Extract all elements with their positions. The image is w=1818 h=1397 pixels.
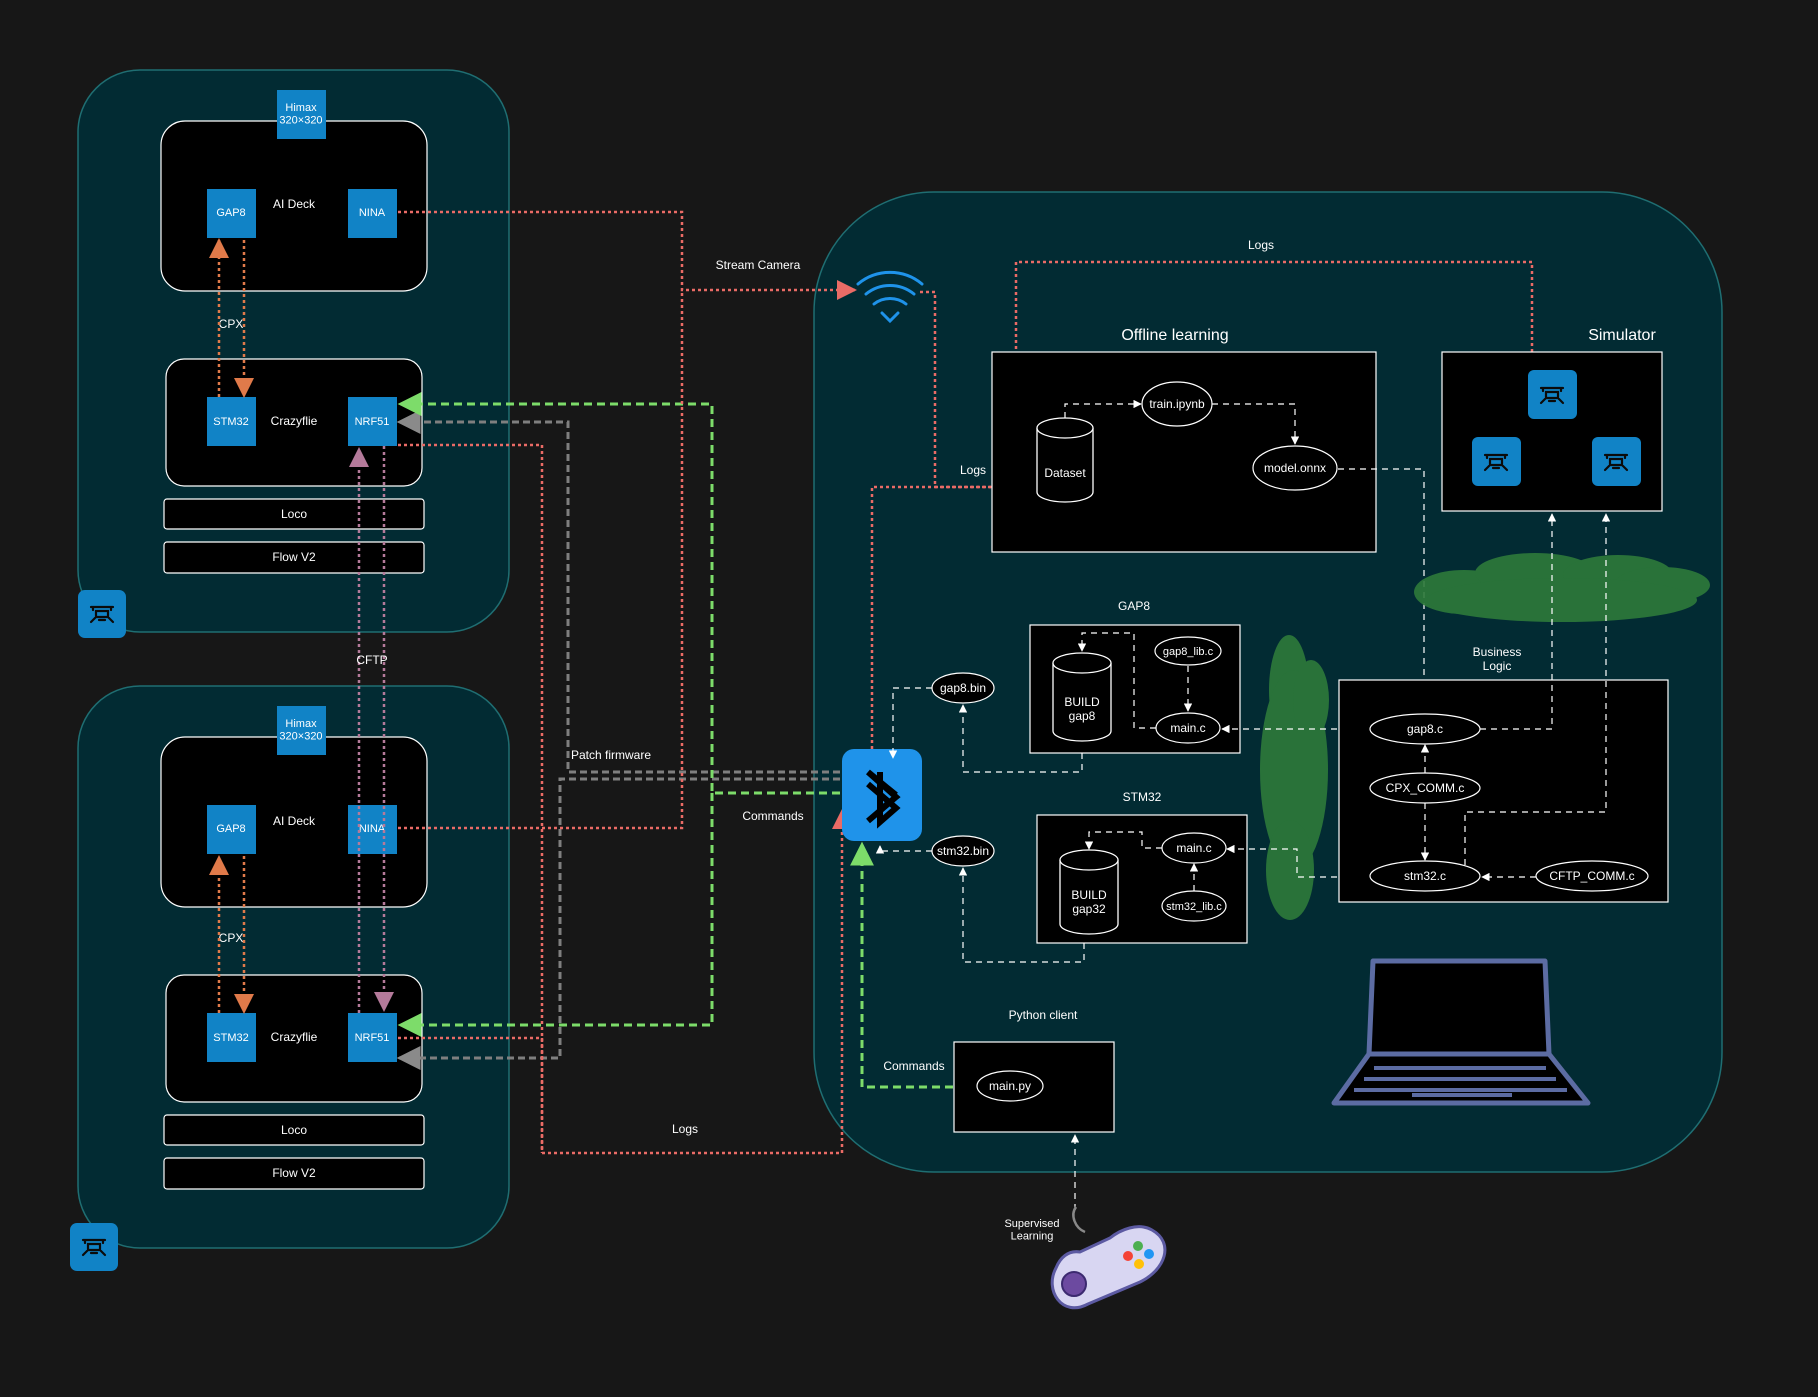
gap8-lib-label: gap8_lib.c [1163,646,1214,658]
cloud-vertical [1260,635,1329,920]
dataset-cylinder: Dataset [1036,417,1094,503]
nina-label: NINA [359,207,386,219]
business-cftp-node [1535,860,1649,892]
nrf51-label: NRF51 [355,1032,390,1044]
python-main-label: main.py [989,1079,1031,1093]
himax-camera [277,90,326,139]
cftp-links [349,446,394,1013]
offline-flows [1064,399,1429,716]
business-stm32-node [1369,860,1481,892]
wifi-icon [856,270,924,324]
nrf51-label: NRF51 [355,416,390,428]
stm32-build-title: STM32 [1123,790,1162,804]
stm32-build-flows [875,831,1370,963]
gap8-chip [207,189,256,238]
gamepad-icon[interactable] [1050,1206,1167,1310]
gap8-chip [207,805,256,854]
stm32-chip [207,1013,256,1062]
cpx-label: CPX [219,931,244,945]
stream-camera-label: Stream Camera [716,258,801,272]
drone-icon [70,1223,118,1271]
flow-deck [163,1157,425,1190]
dataset-label: Dataset [1044,466,1086,480]
gap8-build-title: GAP8 [1118,599,1150,613]
crazyflie-label: Crazyflie [271,414,318,428]
cpx-links [209,238,254,1014]
gap8-bin-label: gap8.bin [940,681,986,695]
crazyflie-label: Crazyflie [271,1030,318,1044]
python-main-node [976,1070,1044,1102]
nina-chip [348,805,397,854]
flow-label: Flow V2 [272,1166,316,1180]
gap8-main-label: main.c [1170,721,1205,735]
himax-camera [277,706,326,755]
logs-dataset-label: Logs [960,463,986,477]
loco-label: Loco [281,1123,307,1137]
cftp-label: CFTP [356,653,387,667]
patch-firmware-links [396,410,840,1070]
patch-firmware-label: Patch firmware [571,748,651,762]
nina-label: NINA [359,823,386,835]
gap8-lib-node [1154,636,1222,666]
stm32-lib-label: stm32_lib.c [1166,901,1222,913]
drone-icon [78,590,126,638]
business-stm32-label: stm32.c [1404,869,1446,883]
python-client-title: Python client [1009,1008,1078,1022]
stm32-label: STM32 [213,1032,248,1044]
gap8-label: GAP8 [216,823,245,835]
drone-icon [1472,437,1521,486]
stm32-chip [207,397,256,446]
drone-icon [1592,437,1641,486]
model-label: model.onnx [1264,461,1326,475]
nrf51-chip [348,397,397,446]
gap8-label: GAP8 [216,207,245,219]
nina-chip [348,189,397,238]
logs-bottom-label: Logs [672,1122,698,1136]
stm32-bin-label: stm32.bin [937,844,989,858]
flow-label: Flow V2 [272,550,316,564]
offline-learning-title: Offline learning [1121,327,1228,344]
loco-deck [163,1114,425,1146]
train-label: train.ipynb [1149,397,1205,411]
cloud-shape [1414,553,1710,622]
ai-deck-label: AI Deck [273,814,316,828]
nrf51-chip [348,1013,397,1062]
drone-icon [1528,370,1577,419]
cpx-label: CPX [219,317,244,331]
laptop-icon [1331,958,1591,1106]
business-gap8-label: gap8.c [1407,722,1443,736]
business-cpx-label: CPX_COMM.c [1386,781,1465,795]
business-cftp-label: CFTP_COMM.c [1549,869,1634,883]
stm32-main-label: main.c [1176,841,1211,855]
ai-deck-label: AI Deck [273,197,316,211]
model-node [1252,445,1338,491]
bluetooth-icon[interactable] [842,749,922,841]
python-commands-label: Commands [883,1059,944,1073]
commands-links [397,392,953,1089]
commands-label: Commands [742,809,803,823]
logs-top-label: Logs [1248,238,1274,252]
business-flows [1420,513,1611,882]
simulator-title: Simulator [1588,327,1656,344]
stm32-label: STM32 [213,416,248,428]
loco-label: Loco [281,507,307,521]
stream-camera-links [398,210,1534,1155]
